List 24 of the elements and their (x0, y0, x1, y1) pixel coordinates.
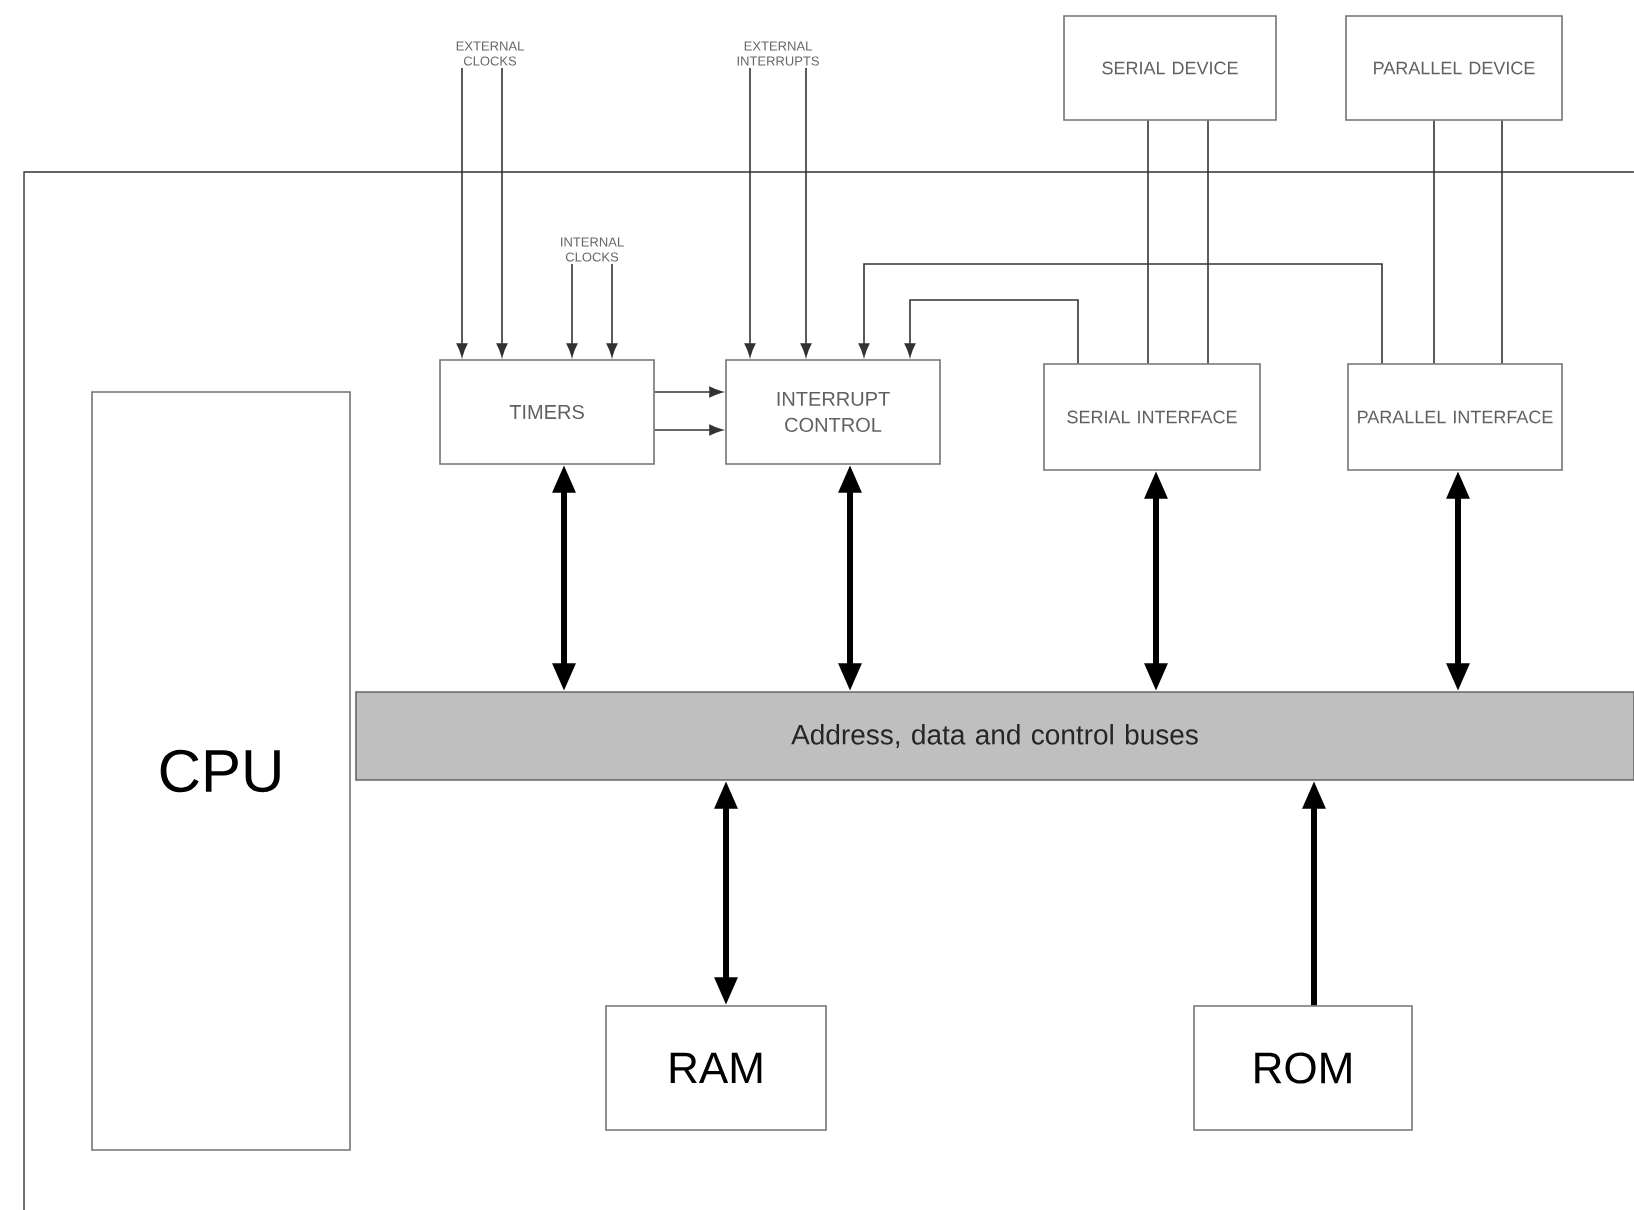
block-box: SERIAL INTERFACE (1043, 363, 1261, 471)
arrow (496, 67, 508, 357)
cpu-box: CPU (91, 391, 351, 1151)
arrow (606, 263, 618, 357)
connector-line (1207, 120, 1209, 364)
arrow (566, 263, 578, 357)
block-box: TIMERS (439, 359, 655, 465)
block-box: INTERRUPT CONTROL (725, 359, 941, 465)
connector-line (1501, 120, 1503, 364)
bus-bar: Address, data and control buses (355, 691, 1634, 781)
memory-box: ROM (1193, 1005, 1413, 1131)
block-box: PARALLEL INTERFACE (1347, 363, 1563, 471)
arrow (744, 67, 756, 357)
arrow (800, 67, 812, 357)
arrow (456, 67, 468, 357)
arrow (654, 424, 723, 436)
arrow (858, 263, 1383, 364)
memory-box: RAM (605, 1005, 827, 1131)
connector-line (1147, 120, 1149, 364)
arrow (904, 299, 1079, 364)
device-box: SERIAL DEVICE (1063, 15, 1277, 121)
arrow (654, 386, 723, 398)
connector-line (1433, 120, 1435, 364)
device-box: PARALLEL DEVICE (1345, 15, 1563, 121)
